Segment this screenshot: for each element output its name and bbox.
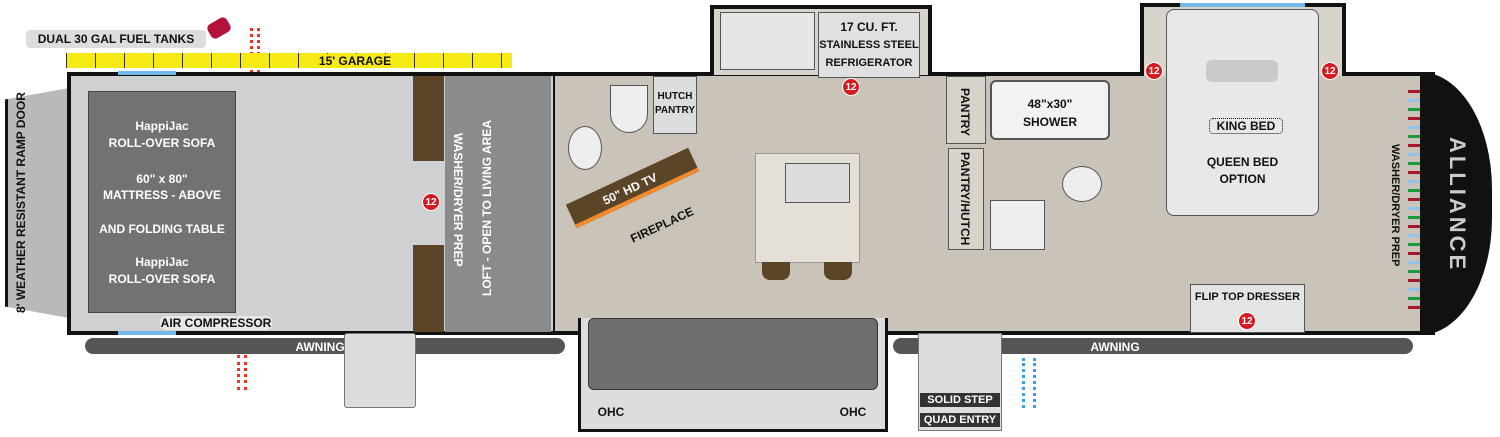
fridge-label-1: 17 CU. FT.: [840, 20, 898, 34]
awning-left-label: AWNING: [295, 340, 345, 354]
awning-left: [85, 338, 565, 354]
garage-ruler: [66, 53, 512, 68]
pillow: [1206, 60, 1278, 82]
fuel-tanks-label-box: [26, 30, 206, 48]
dresser-label: FLIP TOP DRESSER: [1194, 291, 1301, 303]
bed: [1166, 9, 1319, 216]
hose-coil-icon: [250, 28, 260, 73]
queen-bed-label-2: OPTION: [1219, 172, 1266, 186]
bar-stool: [824, 262, 852, 280]
pantry-hutch-label: PANTRY/HUTCH: [958, 152, 972, 246]
fuel-nozzle-icon: [205, 15, 233, 41]
pantry-label: PANTRY: [958, 88, 972, 136]
12-volt-icon: 12: [1145, 62, 1163, 80]
sewer-hose-icon: [1022, 358, 1036, 408]
ramp-door-label: 8' WEATHER RESISTANT RAMP DOOR: [14, 92, 28, 313]
solid-step-label: SOLID STEP: [920, 393, 1000, 407]
12-volt-icon: 12: [1321, 62, 1339, 80]
window: [118, 71, 176, 75]
fridge-label-3: REFRIGERATOR: [825, 57, 913, 69]
mattress-label-3: AND FOLDING TABLE: [99, 222, 225, 236]
pantry-hutch: [948, 148, 984, 250]
cabinet: [413, 76, 444, 161]
awning-right-label: AWNING: [1090, 340, 1140, 354]
sofa-top-label-2: ROLL-OVER SOFA: [108, 136, 216, 150]
sink: [610, 85, 648, 133]
garage-entry-steps: [344, 333, 416, 408]
queen-bed-label-1: QUEEN BED: [1206, 155, 1279, 169]
shower-label-2: SHOWER: [1023, 115, 1077, 129]
ohc-left-label: OHC: [597, 405, 625, 419]
fuel-tanks-label: DUAL 30 GAL FUEL TANKS: [37, 32, 195, 46]
hutch-pantry: [653, 76, 697, 134]
garage-ruler-label: 15' GARAGE: [300, 54, 410, 68]
window: [118, 331, 176, 335]
bedroom-washer-dryer-label: WASHER/DRYER PREP: [1389, 143, 1401, 267]
window: [1180, 3, 1305, 7]
ohc-right-label: OHC: [839, 405, 867, 419]
happijac-sofa-top: [88, 91, 236, 313]
hose-coil-icon: [237, 355, 247, 390]
bath-toilet: [1062, 166, 1102, 202]
air-compressor-label: AIR COMPRESSOR: [160, 316, 272, 330]
sofa-top-label-1: HappiJac: [135, 119, 189, 133]
12-volt-icon: 12: [842, 78, 860, 96]
12-volt-icon: 12: [422, 193, 440, 211]
hutch-label-2: PANTRY: [655, 105, 695, 116]
hutch-label-1: HUTCH: [657, 91, 693, 102]
12-volt-icon: 12: [1238, 312, 1256, 330]
refrigerator: [818, 12, 920, 78]
ramp-door: [5, 88, 69, 318]
sofa: [588, 318, 878, 390]
cabinet: [413, 245, 444, 332]
shower-label-1: 48"x30": [1027, 97, 1073, 111]
awning-right: [893, 338, 1413, 354]
bar-stool: [762, 262, 790, 280]
kitchen-sink: [785, 163, 850, 203]
sofa-bottom-label-1: HappiJac: [135, 255, 189, 269]
washer-dryer-prep-label: WASHER/DRYER PREP: [451, 133, 465, 267]
pantry: [946, 76, 986, 144]
brand-logo: ALLIANCE: [1445, 137, 1470, 273]
king-bed-label: KING BED: [1209, 118, 1283, 134]
stove: [720, 12, 815, 70]
loft-label: LOFT - OPEN TO LIVING AREA: [480, 119, 494, 296]
quad-entry-label: QUAD ENTRY: [920, 413, 1000, 427]
shower: [990, 80, 1110, 140]
loft-area: [445, 76, 551, 332]
mattress-label-1: 60" x 80": [136, 172, 188, 186]
toilet: [568, 126, 602, 170]
sofa-bottom-label-2: ROLL-OVER SOFA: [108, 272, 216, 286]
mattress-label-2: MATTRESS - ABOVE: [102, 188, 221, 202]
fridge-label-2: STAINLESS STEEL: [819, 39, 919, 51]
bath-sink: [990, 200, 1045, 250]
